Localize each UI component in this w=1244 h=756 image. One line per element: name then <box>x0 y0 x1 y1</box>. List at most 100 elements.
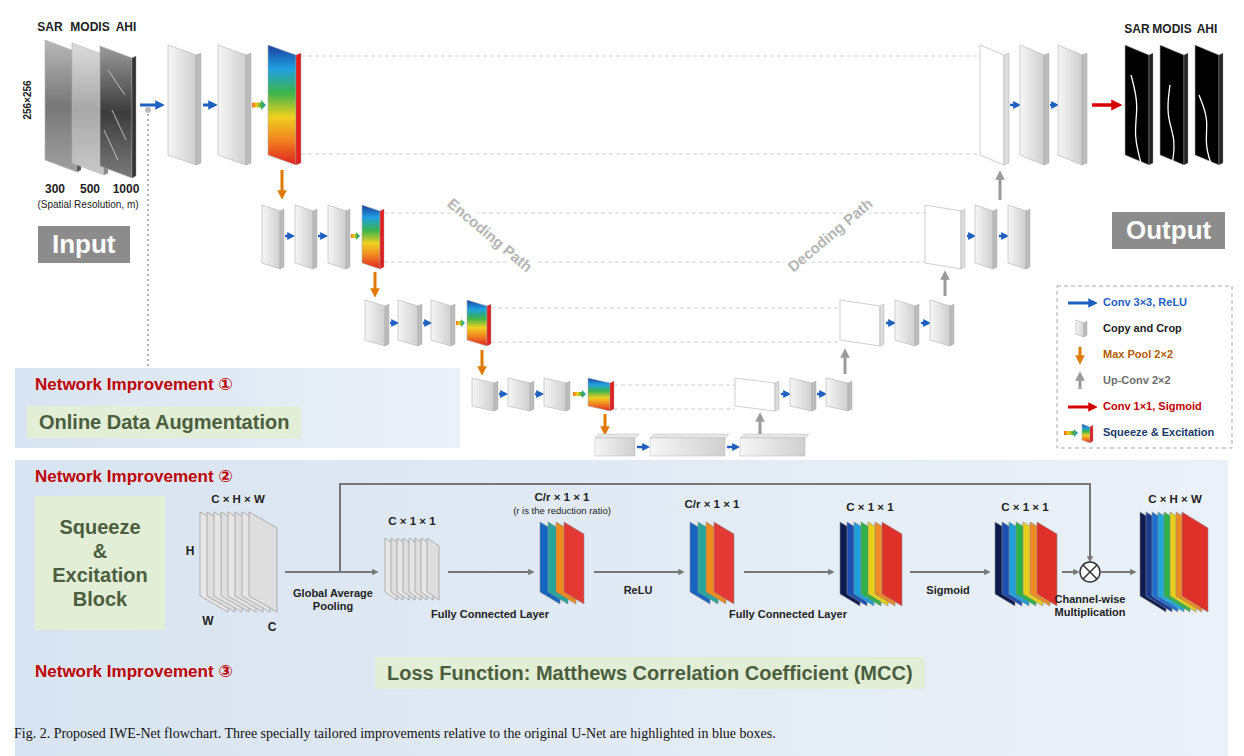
feature-map-edge <box>313 209 317 269</box>
legend-label: Conv 1×1, Sigmoid <box>1103 400 1202 413</box>
feature-map <box>508 378 530 411</box>
legend-label: Squeeze & Excitation <box>1103 426 1214 439</box>
channel-sheet <box>882 522 902 606</box>
path-label: Decoding Path <box>781 192 879 278</box>
copy-crop-line <box>614 409 735 410</box>
conv-arrow <box>781 393 788 396</box>
augmentation-line <box>147 114 149 368</box>
copy-crop-line <box>301 56 980 57</box>
axis-label: C <box>268 621 277 635</box>
copy-crop-line <box>491 308 840 309</box>
path-label: Encoding Path <box>441 192 539 278</box>
conv-arrow <box>390 322 396 325</box>
dimension-label: C × H × W <box>1148 493 1202 506</box>
feature-map-edge <box>1044 53 1049 165</box>
conv-arrow <box>1050 104 1056 107</box>
feature-map-edge <box>880 304 884 346</box>
feature-map <box>295 205 313 269</box>
conv-arrow <box>203 104 214 107</box>
legend-label: Up-Conv 2×2 <box>1103 374 1171 387</box>
legend-sample-edge <box>1090 425 1093 443</box>
legend-sample <box>1079 347 1082 361</box>
se-arrow <box>1064 429 1078 437</box>
legend-sample <box>1082 424 1090 443</box>
feature-map <box>1058 45 1082 165</box>
feature-map-edge <box>530 381 534 411</box>
feature-map <box>980 45 1004 165</box>
dimension-label: C × 1 × 1 <box>388 515 435 528</box>
image-label: AHI <box>1197 23 1218 37</box>
feature-map-edge <box>915 304 919 346</box>
output-map <box>1160 45 1184 165</box>
feature-map-edge <box>246 53 251 165</box>
legend-sample-edge <box>1084 321 1087 337</box>
se-arrow <box>252 100 266 110</box>
edge-trace <box>1199 95 1215 175</box>
feature-map <box>895 300 915 346</box>
feature-map-edge <box>196 53 201 165</box>
upconv-arrow <box>944 274 947 296</box>
feature-map-edge <box>848 381 852 411</box>
conv-arrow <box>886 322 893 325</box>
improvement-box: Loss Function: Matthews Correlation Coef… <box>375 657 925 689</box>
feature-map <box>840 300 880 346</box>
box-label: Online Data Augmentation <box>39 410 289 434</box>
feature-map <box>826 378 848 411</box>
output-map-edge <box>1219 53 1223 165</box>
input-feature-sheet <box>249 512 277 612</box>
se-flow-arrow <box>1101 571 1134 573</box>
se-arrow <box>351 232 360 240</box>
upconv-arrow <box>999 174 1002 200</box>
feature-map <box>930 300 950 346</box>
feature-map-edge <box>950 304 954 346</box>
image-label: 500 <box>80 183 100 197</box>
section-box: Output <box>1112 212 1225 249</box>
multiply-symbol <box>1080 562 1100 582</box>
feature-map <box>595 438 635 456</box>
feature-map <box>650 438 725 456</box>
edge-trace <box>1131 75 1143 170</box>
legend-sample <box>1068 406 1094 409</box>
conv-arrow <box>499 393 505 396</box>
ahi-image <box>100 46 132 178</box>
conv-arrow <box>140 104 161 107</box>
se-map-edge <box>380 209 384 269</box>
operation-label: Global Average Pooling <box>283 587 383 612</box>
copy-crop-line <box>301 154 980 155</box>
se-map <box>467 300 487 346</box>
se-flow-arrow <box>448 571 532 573</box>
feature-map <box>262 205 280 269</box>
dimension-label: C × 1 × 1 <box>846 501 893 514</box>
feature-map-edge <box>451 304 455 346</box>
feature-map-edge <box>280 209 284 269</box>
se-flow-arrow <box>910 571 988 573</box>
multiply-symbol <box>1083 565 1097 579</box>
dimension-label: C/r × 1 × 1 <box>685 498 740 511</box>
feature-map-top <box>740 434 809 438</box>
image-label: AHI <box>116 21 137 35</box>
modis-image <box>72 43 104 175</box>
feature-map <box>735 378 775 411</box>
image-label: 300 <box>45 183 65 197</box>
note: (r is the reduction ratio) <box>513 506 611 517</box>
box-label: Input <box>52 229 116 260</box>
conv-arrow <box>637 446 647 449</box>
feature-map <box>1020 45 1044 165</box>
image-label: SAR <box>1124 23 1149 37</box>
maxpool-arrow <box>281 170 284 196</box>
conv-arrow <box>285 235 292 238</box>
se-flow-arrow <box>744 571 832 573</box>
conv-arrow <box>967 235 973 238</box>
dimension-label: C/r × 1 × 1 <box>535 491 590 504</box>
feature-map <box>925 205 961 269</box>
feature-map <box>790 378 812 411</box>
feature-map-edge <box>385 304 389 346</box>
feature-map-edge <box>993 209 997 269</box>
edge-trace <box>1168 85 1174 165</box>
legend-sample <box>1068 302 1094 305</box>
se-map-edge <box>296 53 301 165</box>
se-arrow <box>573 390 586 398</box>
figure-caption: Fig. 2. Proposed IWE-Net flowchart. Thre… <box>14 726 776 742</box>
operation-label: Fully Connected Layer <box>431 608 549 621</box>
feature-map <box>398 300 418 346</box>
